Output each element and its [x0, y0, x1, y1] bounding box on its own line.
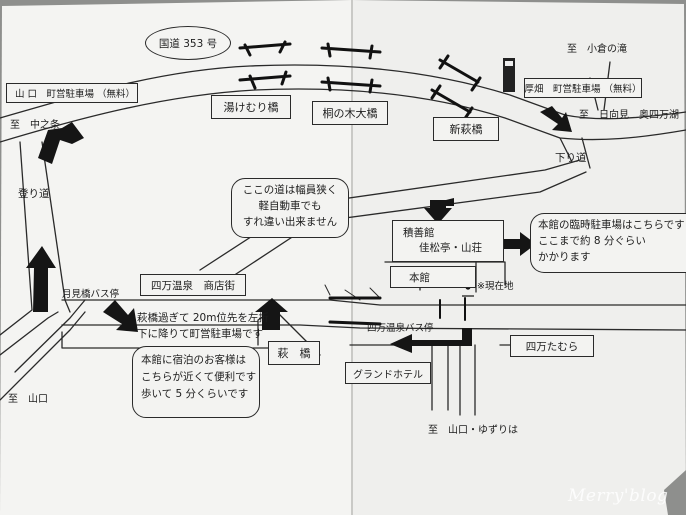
nobori-road-inner: [41, 141, 66, 301]
direction-yamaguchi-yuzuriha: 至 山口・ゆずりは: [428, 425, 518, 436]
arrow-kudari-down-icon: [540, 106, 572, 132]
note-temp-parking-line-2: ここまで約 8 分ぐらい: [538, 234, 646, 247]
narrow-road-lower: [229, 171, 587, 279]
note-temp-parking: 本館の臨時駐車場はこちらです ここまで約 8 分ぐらい かかります: [530, 213, 686, 273]
bridge-label-kirinoki: 桐の木大橋: [312, 101, 388, 125]
note-after-bridge-line-1: 萩橋過ぎて 20m位先を左折: [137, 312, 269, 324]
bridge-mark-main-2: [328, 320, 382, 326]
place-tamura-text: 四万たむら: [525, 340, 579, 353]
parking-atsuhata-label: 厚畑 町営駐車場 （無料）: [524, 78, 642, 98]
road-left-junction: [64, 299, 71, 313]
kudari-road-right: [581, 137, 591, 169]
place-tamura: 四万たむら: [510, 335, 594, 357]
place-honkan-text: 本館: [409, 271, 430, 284]
note-narrow-line-2: 軽自動車でも: [258, 199, 322, 212]
bridge-shinhagi-text: 新萩橋: [449, 123, 483, 136]
bridge-hagi-text: 萩 橋: [277, 347, 311, 360]
arrow-nobori-turn-icon: [38, 122, 84, 164]
note-after-bridge-line-2: 下に降りて町営駐車場です: [137, 327, 263, 340]
watermark: Merry'blog: [568, 486, 669, 506]
current-location-label: ※現在地: [477, 281, 514, 292]
background-corner: [664, 470, 686, 515]
arrow-hagi-up-icon: [255, 298, 288, 330]
bridge-yukemuri-text: 湯けむり橋: [223, 101, 279, 114]
note-narrow-road: ここの道は幅員狭く 軽自動車でも すれ違い出来ません: [231, 178, 349, 238]
road-sign-panel: [505, 61, 513, 66]
direction-nakanojo: 至 中之条: [10, 120, 60, 131]
route-353-road-lower: [0, 88, 686, 143]
route-353-label: 国道 353 号: [145, 26, 231, 60]
road-left-diagonal: [14, 299, 86, 373]
paper-left-sheet: [0, 0, 352, 515]
note-narrow-line-1: ここの道は幅員狭く: [242, 184, 338, 196]
bridge-mark-top-2: [238, 70, 292, 90]
place-grand-hotel-text: グランドホテル: [353, 369, 423, 381]
road-label-kudari: 下り道: [555, 152, 587, 164]
sekizenkan-road-outline: [384, 261, 506, 286]
parking-yamaguchi-text: 山 口 町営駐車場 （無料）: [15, 89, 136, 100]
road-label-nobori: 登り道: [18, 188, 50, 200]
main-street-lower: [61, 324, 686, 331]
bridge-mark-top-1: [238, 40, 292, 57]
bridge-kirinoki-text: 桐の木大橋: [322, 107, 378, 120]
bus-stop-tsukimi: 月見橋バス停: [62, 289, 120, 300]
arrow-shotengai-down-icon: [103, 300, 138, 332]
main-street-upper: [61, 299, 686, 306]
road-left-branch-upper: [0, 309, 33, 336]
bridge-mark-kirinoki-1: [320, 42, 382, 60]
note-guests-line-1: 本館に宿泊のお客様は: [141, 354, 246, 366]
bridge-mark-shinhagi-1: [438, 54, 482, 92]
bridge-mark-kirinoki-2: [320, 76, 382, 94]
parking-yamaguchi-label: 山 口 町営駐車場 （無料）: [6, 83, 138, 103]
parking-atsuhata-text: 厚畑 町営駐車場 （無料）: [524, 84, 642, 95]
note-temp-parking-line-1: 本館の臨時駐車場はこちらです: [538, 219, 685, 231]
place-honkan: 本館: [390, 266, 476, 288]
arrow-sekizenkan-down-icon: [424, 198, 454, 224]
note-temp-parking-line-3: かかります: [538, 250, 591, 263]
direction-hyuga: 至 日向見 奥四万湖: [579, 110, 679, 121]
note-narrow-line-3: すれ違い出来ません: [242, 215, 338, 228]
note-guests-line-2: こちらが近くて便利です: [141, 370, 257, 383]
kudari-road-left: [559, 137, 573, 163]
bridge-label-yukemuri: 湯けむり橋: [211, 95, 291, 119]
place-sekizenkan: 積善館 佳松亭・山荘: [392, 220, 504, 262]
route-353-text: 国道 353 号: [158, 37, 218, 50]
arrow-bus-stop-left-icon: [390, 328, 472, 353]
place-shotengai-text: 四万温泉 商店街: [151, 279, 235, 292]
place-sekizenkan-sub: 佳松亭・山荘: [419, 242, 482, 254]
note-guests-line-3: 歩いて 5 分くらいです: [141, 387, 249, 400]
direction-yamaguchi-bottom: 至 山口: [8, 394, 48, 405]
bridge-label-shinhagi: 新萩橋: [433, 117, 499, 141]
bridge-label-hagi: 萩 橋: [268, 341, 320, 365]
nobori-road-outer: [19, 141, 33, 311]
bridge-mark-honkan: [439, 297, 466, 321]
road-left-branch-mid: [0, 311, 59, 356]
place-sekizenkan-name: 積善館: [403, 226, 435, 239]
place-shotengai: 四万温泉 商店街: [140, 274, 246, 296]
note-after-bridge: 萩橋過ぎて 20m位先を左折 下に降りて町営駐車場です: [137, 311, 269, 343]
bus-stop-shima: 四万温泉バス停: [367, 323, 434, 334]
road-left-branch-lower: [0, 311, 86, 401]
direction-ogura: 至 小倉の滝: [567, 44, 627, 55]
road-sign-icon: [503, 58, 515, 92]
place-grand-hotel: グランドホテル: [345, 362, 431, 384]
arrow-nobori-up-icon: [26, 246, 56, 312]
note-guests: 本館に宿泊のお客様は こちらが近くて便利です 歩いて 5 分くらいです: [132, 346, 260, 418]
